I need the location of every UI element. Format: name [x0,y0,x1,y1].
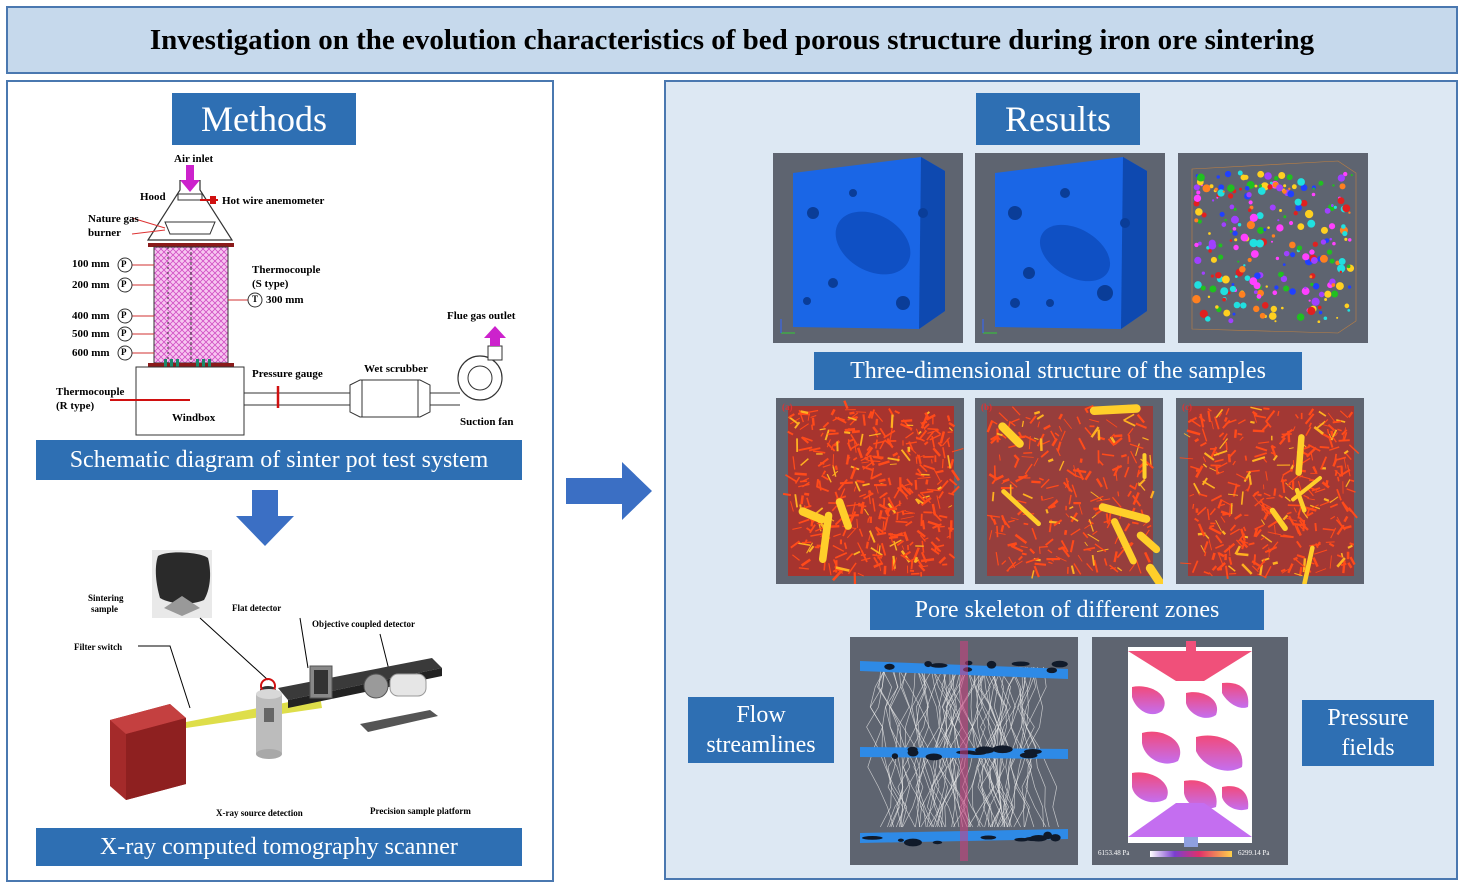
pressure-fields-render: 6153.48 Pa 6299.14 Pa [1092,637,1288,865]
label-p-symbol-2: P [121,279,127,289]
flow-caption: Flow streamlines [688,697,834,763]
skeleton-render-a: (a) [776,398,964,584]
sinter-pot-schematic [50,150,540,440]
label-p-symbol-1: P [121,259,127,269]
xray-caption: X-ray computed tomography scanner [36,828,522,866]
label-air-inlet: Air inlet [174,153,214,165]
flow-caption-line1: Flow [736,702,786,728]
pressure-caption: Pressure fields [1302,700,1434,766]
label-filter-switch: Filter switch [74,642,123,652]
flow-caption-line2: streamlines [706,732,816,758]
label-hot-wire: Hot wire anemometer [222,195,325,207]
label-burner-2: burner [88,227,121,239]
label-suction-fan: Suction fan [460,416,514,428]
label-p100: 100 mm [72,258,110,270]
pressure-scale-min: 6153.48 Pa [1098,849,1130,857]
skeleton-label-a: (a) [782,402,793,412]
results-header: Results [976,93,1140,145]
label-sintering-2: sample [91,604,118,614]
air-inlet-arrow [180,165,200,192]
pressure-scale-max: 6299.14 Pa [1238,849,1270,857]
label-thermo-r-1: Thermocouple [56,386,125,398]
flow-streamlines-render [850,637,1078,865]
label-p-symbol-5: P [121,347,127,357]
label-p400: 400 mm [72,310,110,322]
pressure-caption-line1: Pressure [1327,705,1409,731]
skeleton-render-b: (b) [975,398,1163,584]
down-arrow-icon [236,490,294,548]
label-p500: 500 mm [72,328,110,340]
label-thermo-r-2: (R type) [56,400,95,412]
label-burner-1: Nature gas [88,213,139,225]
label-t-symbol: T [252,294,259,304]
label-thermo-s-2: (S type) [252,278,289,290]
flue-gas-arrow [484,326,506,346]
skeleton-caption: Pore skeleton of different zones [870,590,1264,630]
label-p200: 200 mm [72,279,110,291]
structure-caption: Three-dimensional structure of the sampl… [814,352,1302,390]
label-hood: Hood [140,191,166,203]
methods-header: Methods [172,93,356,145]
label-p-symbol-4: P [121,328,127,338]
label-thermo-s-1: Thermocouple [252,264,321,276]
structure-render-3 [1178,153,1368,343]
pressure-caption-line2: fields [1341,735,1395,761]
right-arrow-icon [566,462,654,520]
skeleton-render-c: (c) [1176,398,1364,584]
skeleton-label-b: (b) [981,402,992,412]
label-sintering-1: Sintering [88,593,124,603]
label-t300: 300 mm [266,294,304,306]
label-p-symbol-3: P [121,310,127,320]
structure-render-2 [975,153,1165,343]
label-precision-platform: Precision sample platform [370,806,471,816]
label-objective-detector: Objective coupled detector [312,619,415,629]
page-title: Investigation on the evolution character… [149,23,1315,56]
structure-render-1 [773,153,963,343]
label-windbox: Windbox [172,412,216,424]
xray-ct-illustration [60,548,530,824]
label-wet-scrubber: Wet scrubber [364,363,428,375]
label-xray-source: X-ray source detection [216,808,303,818]
skeleton-label-c: (c) [1182,402,1192,412]
label-pressure-gauge: Pressure gauge [252,368,323,380]
label-p600: 600 mm [72,347,110,359]
title-bar: Investigation on the evolution character… [6,6,1458,74]
label-flue-gas: Flue gas outlet [447,310,516,322]
schematic-caption: Schematic diagram of sinter pot test sys… [36,440,522,480]
label-flat-detector: Flat detector [232,603,282,613]
